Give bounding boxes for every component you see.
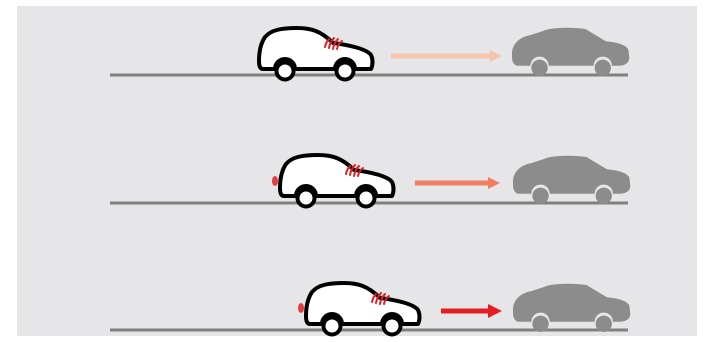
scene-1 [110,28,629,80]
approach-arrow [391,50,502,62]
own-car-icon [259,28,373,80]
approach-arrow [415,177,500,189]
own-car-icon [280,155,394,207]
target-car-icon [513,156,630,204]
target-car-icon [512,28,629,76]
scene-3 [110,283,630,335]
own-car-icon [306,283,420,335]
scene-2 [110,155,630,207]
target-car-icon [513,284,630,332]
brake-light-icon [272,176,278,186]
brake-light-icon [298,303,304,313]
approach-arrow [441,304,502,318]
